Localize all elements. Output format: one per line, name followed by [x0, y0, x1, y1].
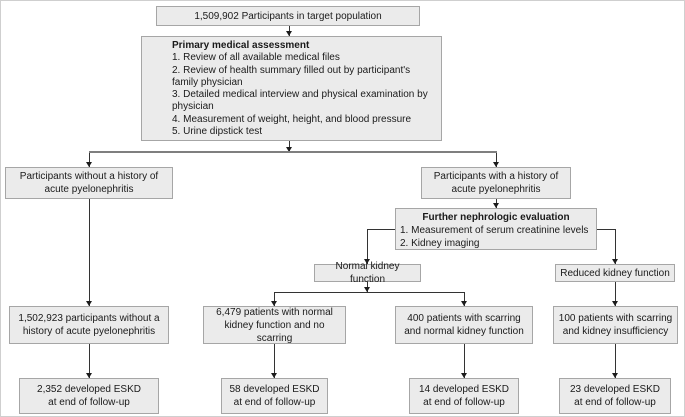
- node-eskd-scarring-normal: 14 developed ESKD at end of follow-up: [409, 378, 519, 414]
- connector-evaluation-to-reduced-v: [615, 229, 616, 264]
- node-eskd-normal-no-scarring: 58 developed ESKD at end of follow-up: [221, 378, 328, 414]
- evaluation-item: 1. Measurement of serum creatinine level…: [400, 225, 589, 236]
- node-label-line: 100 patients with scarring: [558, 313, 673, 324]
- node-label-line: 23 developed ESKD: [569, 384, 661, 395]
- arrowhead: [461, 373, 467, 378]
- node-label-line: and normal kidney function: [404, 326, 524, 337]
- node-nephrologic-evaluation: Further nephrologic evaluation 1. Measur…: [395, 208, 597, 250]
- connector-branch-to-no-history: [89, 153, 90, 167]
- node-eskd-no-history: 2,352 developed ESKD at end of follow-up: [19, 378, 159, 414]
- connector-split-to-no-scarring: [274, 293, 275, 306]
- connector-count-to-eskd-3: [464, 344, 465, 378]
- node-label-line: Participants with a history of: [433, 171, 559, 182]
- arrowhead: [86, 162, 92, 167]
- assessment-item: 2. Review of health summary filled out b…: [172, 64, 411, 88]
- connector-split-to-scarring: [464, 293, 465, 306]
- connector-branch-to-with-history: [496, 153, 497, 167]
- connector-evaluation-to-reduced-h: [597, 229, 616, 230]
- node-reduced-kidney-function: Reduced kidney function: [555, 264, 675, 282]
- arrowhead: [612, 301, 618, 306]
- node-eskd-scarring-insufficiency: 23 developed ESKD at end of follow-up: [559, 378, 671, 414]
- node-label-line: 6,479 patients with normal: [216, 306, 333, 318]
- node-label: 1,509,902 Participants in target populat…: [194, 10, 382, 22]
- node-title: Further nephrologic evaluation: [422, 212, 570, 223]
- node-label: Reduced kidney function: [560, 267, 670, 279]
- assessment-item: 4. Measurement of weight, height, and bl…: [172, 113, 412, 125]
- node-no-history: Participants without a history of acute …: [5, 167, 173, 199]
- arrowhead: [286, 31, 292, 36]
- node-label-line: acute pyelonephritis: [451, 184, 541, 195]
- node-label-line: 58 developed ESKD: [229, 384, 320, 395]
- arrowhead: [286, 147, 292, 152]
- node-label-line: 1,502,923 participants without a: [18, 313, 160, 324]
- arrowhead: [271, 373, 277, 378]
- node-label-line: 2,352 developed ESKD: [37, 384, 141, 395]
- connector-evaluation-to-normal-h: [367, 229, 395, 230]
- node-count-normal-no-scarring: 6,479 patients with normal kidney functi…: [203, 306, 346, 344]
- connector-count-to-eskd-4: [615, 344, 616, 378]
- node-label-line: at end of follow-up: [233, 397, 316, 408]
- connector-branch-horizontal: [89, 151, 497, 153]
- node-label-line: Participants without a history of: [19, 171, 159, 182]
- node-label-line: at end of follow-up: [423, 397, 505, 408]
- arrowhead: [364, 259, 370, 264]
- assessment-item: 1. Review of all available medical files: [172, 52, 340, 64]
- node-target-population: 1,509,902 Participants in target populat…: [156, 6, 420, 26]
- connector-evaluation-to-normal-v: [367, 229, 368, 264]
- arrowhead: [612, 259, 618, 264]
- node-count-no-history: 1,502,923 participants without a history…: [9, 306, 169, 344]
- assessment-item: 5. Urine dipstick test: [172, 126, 263, 138]
- connector-normal-split-horizontal: [274, 292, 465, 293]
- evaluation-item: 2. Kidney imaging: [400, 238, 480, 249]
- node-label-line: 400 patients with scarring: [407, 313, 521, 324]
- node-count-scarring-insufficiency: 100 patients with scarring and kidney in…: [553, 306, 678, 344]
- node-with-history: Participants with a history of acute pye…: [421, 167, 571, 199]
- arrowhead: [461, 301, 467, 306]
- connector-count-to-eskd-2: [274, 344, 275, 378]
- node-label-line: at end of follow-up: [574, 397, 656, 408]
- node-label-line: 14 developed ESKD: [418, 384, 510, 395]
- arrowhead: [493, 162, 499, 167]
- arrowhead: [271, 301, 277, 306]
- node-count-scarring-normal: 400 patients with scarring and normal ki…: [395, 306, 533, 344]
- assessment-item: 3. Detailed medical interview and physic…: [172, 89, 428, 113]
- arrowhead: [86, 301, 92, 306]
- node-label: Normal kidney function: [335, 261, 400, 285]
- arrowhead: [364, 287, 370, 292]
- node-primary-assessment: Primary medical assessment 1. Review of …: [141, 36, 442, 141]
- connector-count-to-eskd-1: [89, 344, 90, 378]
- arrowhead: [612, 373, 618, 378]
- node-label-line: kidney function and no scarring: [224, 319, 325, 344]
- node-label-line: history of acute pyelonephritis: [22, 326, 156, 337]
- node-normal-kidney-function: Normal kidney function: [314, 261, 421, 285]
- connector-reduced-to-count: [615, 282, 616, 306]
- node-label-line: and kidney insufficiency: [562, 326, 669, 337]
- node-label-line: acute pyelonephritis: [44, 184, 134, 195]
- connector-no-history-to-count: [89, 199, 90, 306]
- node-label-line: at end of follow-up: [48, 397, 130, 408]
- arrowhead: [86, 373, 92, 378]
- arrowhead: [493, 203, 499, 208]
- connector-assessment-to-branch: [289, 141, 290, 152]
- node-title: Primary medical assessment: [172, 40, 310, 51]
